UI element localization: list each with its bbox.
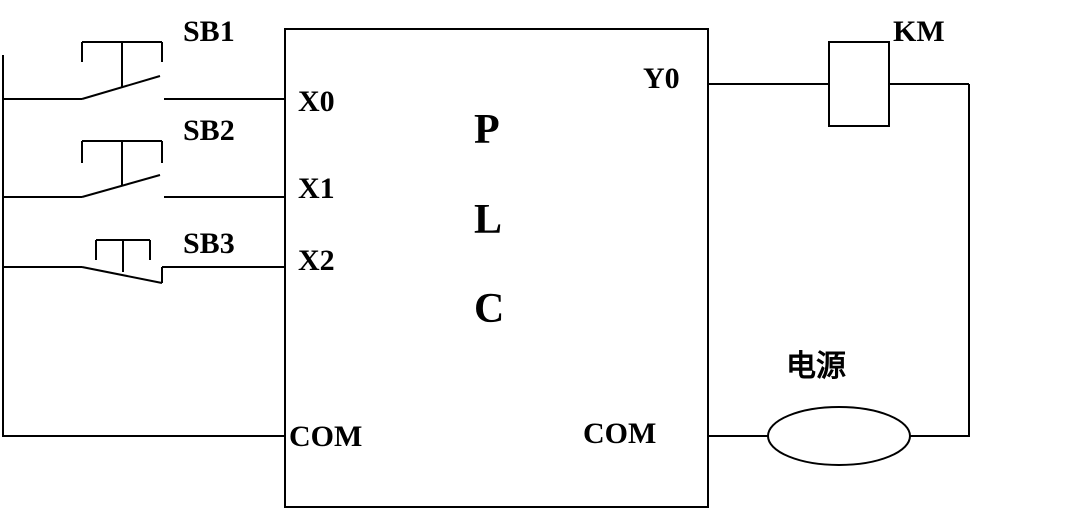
km-coil: [828, 41, 890, 127]
input-x1-label: X1: [298, 172, 335, 205]
sb2-label: SB2: [183, 114, 235, 147]
sb3-switch: [3, 239, 285, 284]
power-supply-symbol: [767, 406, 911, 466]
input-x2-label: X2: [298, 244, 335, 277]
com-left-label: COM: [289, 420, 362, 453]
sb2-switch: [3, 140, 285, 198]
input-x0-label: X0: [298, 85, 335, 118]
plc-box: [284, 28, 709, 508]
plc-letter-l: L: [474, 197, 502, 243]
sb3-label: SB3: [183, 227, 235, 260]
sb1-label: SB1: [183, 15, 235, 48]
plc-letter-p: P: [474, 107, 500, 153]
output-y0-label: Y0: [643, 62, 680, 95]
com-right-label: COM: [583, 417, 656, 450]
km-label: KM: [893, 15, 945, 48]
power-supply-label: 电源: [786, 349, 846, 384]
plc-letter-c: C: [474, 286, 504, 332]
sb1-switch: [3, 41, 285, 100]
